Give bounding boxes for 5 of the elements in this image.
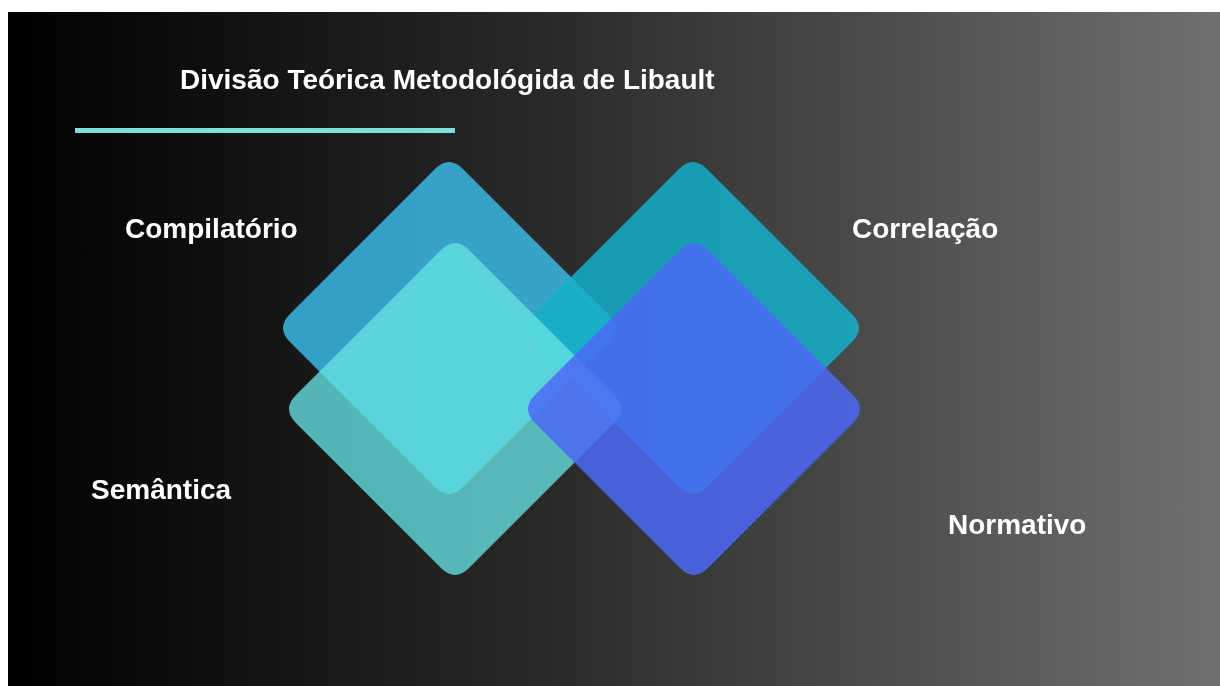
diamond-caption: Correlação (852, 212, 999, 246)
diamond-caption: Compilatório (125, 212, 298, 246)
title: Divisão Teórica Metodológida de Libault (180, 63, 715, 97)
diamond-caption: Normativo (948, 508, 1087, 542)
diamond-caption: Semântica (91, 473, 232, 507)
